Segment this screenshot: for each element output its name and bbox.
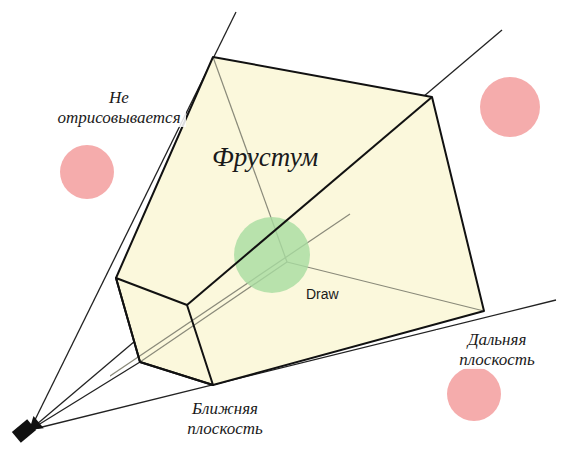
culled-object bbox=[447, 367, 501, 421]
culled-object bbox=[480, 77, 540, 137]
culled-note: Не отрисовывается bbox=[52, 88, 186, 127]
plane-label: Ближняя плоскость bbox=[168, 399, 282, 438]
camera-icon bbox=[12, 416, 44, 443]
plane-label: Дальняя плоскость bbox=[436, 330, 558, 369]
draw-label: Draw bbox=[306, 286, 339, 302]
culled-object bbox=[60, 145, 114, 199]
region-title: Фрустум bbox=[212, 142, 318, 173]
